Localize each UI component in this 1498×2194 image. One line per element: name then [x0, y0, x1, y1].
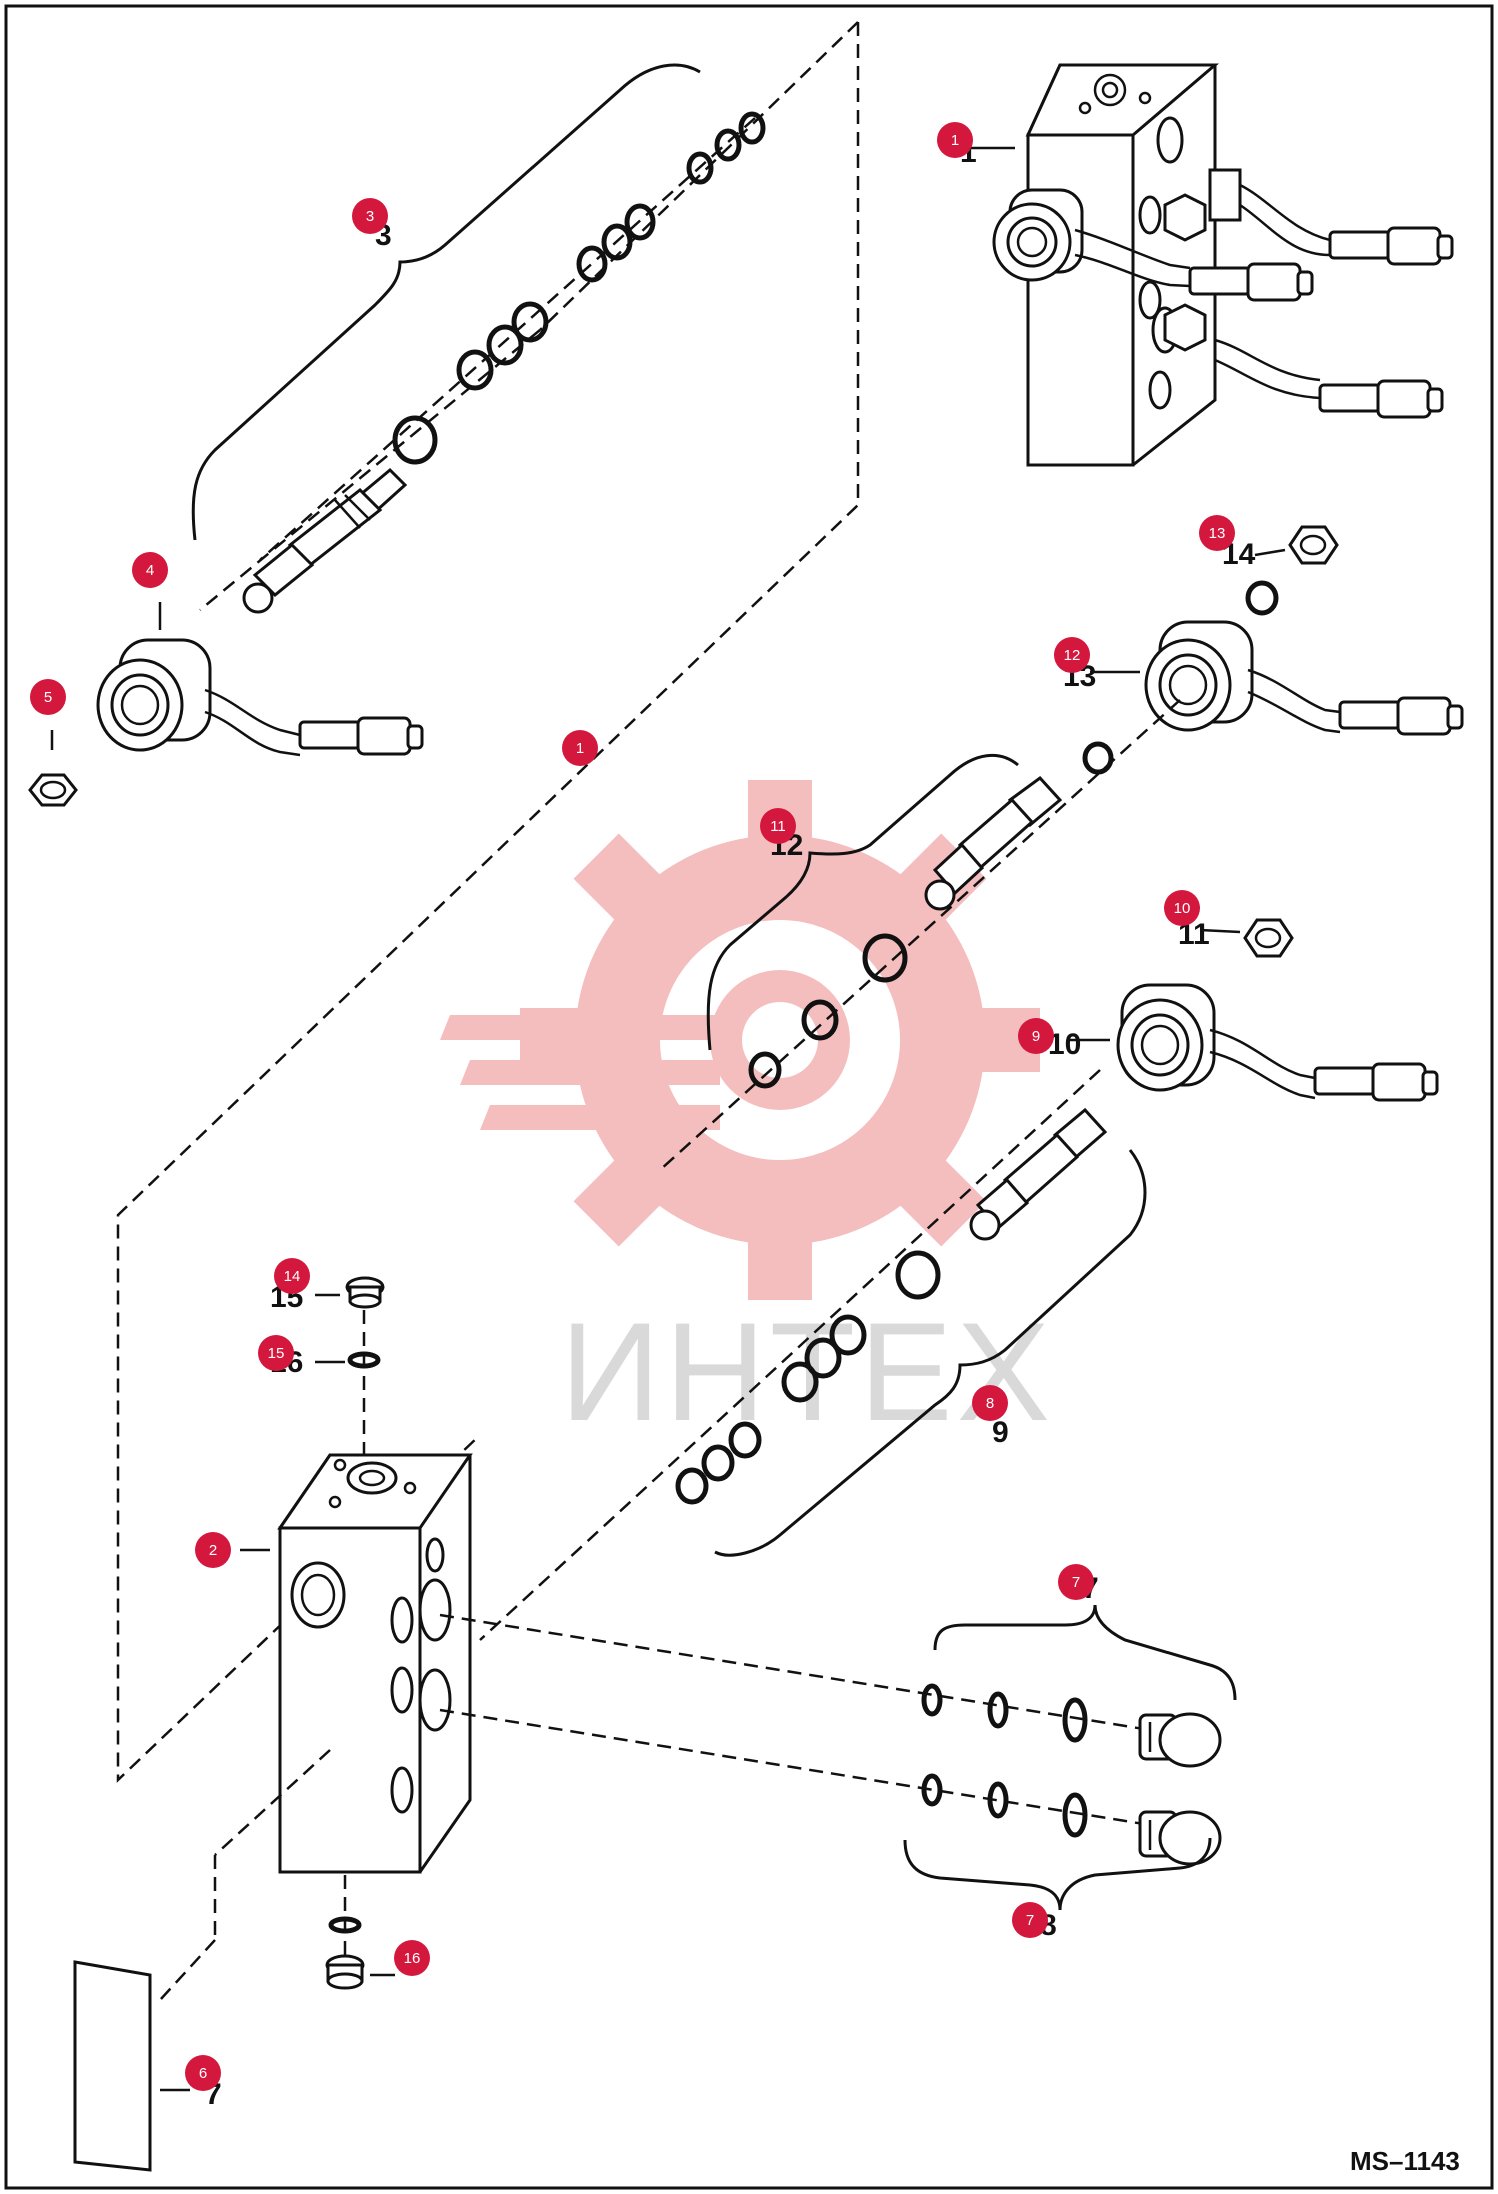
o-ring-set-3: [259, 111, 766, 561]
svg-text:15: 15: [268, 1345, 285, 1362]
brace-7-top: [933, 1604, 1237, 1701]
callout-15[interactable]: 15: [258, 1335, 294, 1371]
callout-6[interactable]: 6: [185, 2055, 221, 2091]
svg-text:3: 3: [366, 208, 374, 225]
leader-dashed-enclosure-3: [199, 329, 541, 611]
svg-text:7: 7: [1072, 1574, 1080, 1591]
callout-13[interactable]: 13: [1199, 515, 1235, 551]
brace-11: [706, 753, 1019, 1051]
callout-badges: 1 1 2 3 4 5 6 7 7 8 9 10 11 12 13 14 15 …: [30, 122, 1235, 2091]
callout-1a[interactable]: 1: [937, 122, 973, 158]
watermark-text: ИНТЕХ: [560, 1293, 1054, 1450]
o-ring-8e: [728, 1421, 762, 1459]
svg-text:9: 9: [1032, 1028, 1040, 1045]
drawing-frame: [4, 4, 1494, 2190]
callout-12[interactable]: 12: [1054, 637, 1090, 673]
watermark-logo: [440, 780, 1040, 1300]
leader-dashed-enclosure-2: [539, 21, 859, 331]
svg-text:10: 10: [1174, 900, 1191, 917]
callout-10[interactable]: 10: [1164, 890, 1200, 926]
callout-4[interactable]: 4: [132, 552, 168, 588]
o-ring-8d: [781, 1361, 819, 1403]
o-ring-8c: [804, 1337, 842, 1379]
callout-11[interactable]: 11: [760, 808, 796, 844]
hex-nut-13: [1254, 525, 1339, 565]
hex-nut-10: [1199, 918, 1294, 958]
leader-block-back: [214, 1749, 331, 1856]
svg-text:8: 8: [986, 1395, 994, 1412]
plate-6: [73, 1960, 190, 2172]
cartridge-valve-9: [969, 1107, 1108, 1241]
o-ring-8b: [829, 1314, 867, 1356]
leader-plug-7-top: [439, 1613, 1151, 1732]
leader-cartridge-11: [659, 699, 1181, 1171]
svg-text:14: 14: [284, 1268, 301, 1285]
plug-kit-7-bottom: [921, 1773, 1222, 1866]
callout-3[interactable]: 3: [352, 198, 388, 234]
callout-8[interactable]: 8: [972, 1385, 1008, 1421]
svg-text:5: 5: [44, 689, 52, 706]
svg-text:12: 12: [1064, 647, 1081, 664]
svg-text:11: 11: [770, 818, 786, 835]
brace-8: [714, 1149, 1147, 1557]
manifold-assembly-top: [970, 63, 1454, 467]
hex-nut-5: [28, 730, 78, 807]
solenoid-coil-12: [1090, 620, 1464, 736]
cartridge-valve-4: [242, 467, 408, 614]
o-ring-8f: [701, 1444, 735, 1482]
cartridge-valve-11: [924, 775, 1063, 911]
callout-7a[interactable]: 7: [1058, 1564, 1094, 1600]
o-ring-11c: [748, 1051, 782, 1089]
brace-3: [191, 63, 701, 541]
plug-16: [325, 1954, 395, 1990]
label-8: 9: [992, 1416, 1009, 1449]
callout-9[interactable]: 9: [1018, 1018, 1054, 1054]
callout-14[interactable]: 14: [274, 1258, 310, 1294]
o-ring-12: [1082, 741, 1114, 775]
callout-16[interactable]: 16: [394, 1940, 430, 1976]
callout-2[interactable]: 2: [195, 1532, 231, 1568]
svg-text:1: 1: [576, 740, 584, 757]
svg-text:2: 2: [209, 1542, 217, 1559]
svg-text:6: 6: [199, 2065, 207, 2082]
o-ring-15: [315, 1351, 381, 1369]
callout-7b[interactable]: 7: [1012, 1902, 1048, 1938]
brace-7-bottom: [903, 1837, 1212, 1911]
svg-text:1: 1: [951, 132, 959, 149]
leader-block-back-3: [159, 1939, 216, 2001]
callout-5[interactable]: 5: [30, 679, 66, 715]
o-ring-8a: [895, 1250, 941, 1300]
o-ring-13: [1245, 580, 1279, 616]
o-ring-11a: [862, 933, 908, 983]
callout-1b[interactable]: 1: [562, 730, 598, 766]
drawing-code: MS–1143: [1350, 2146, 1460, 2176]
plug-kit-7-top: [921, 1683, 1222, 1768]
solenoid-coil-9: [1070, 983, 1439, 1102]
solenoid-coil-4: [96, 602, 424, 757]
plug-14: [315, 1276, 385, 1309]
leader-cartridge-9: [479, 1069, 1101, 1641]
leader-dashed-enclosure: [116, 22, 860, 1783]
leader-plug-7-bottom: [439, 1708, 1151, 1827]
svg-text:7: 7: [1026, 1912, 1034, 1929]
svg-text:16: 16: [404, 1950, 421, 1967]
valve-block-2: [240, 1453, 473, 1874]
svg-text:13: 13: [1209, 525, 1226, 542]
o-ring-11b: [801, 999, 839, 1041]
o-ring-8g: [675, 1467, 709, 1505]
svg-text:4: 4: [146, 562, 154, 579]
